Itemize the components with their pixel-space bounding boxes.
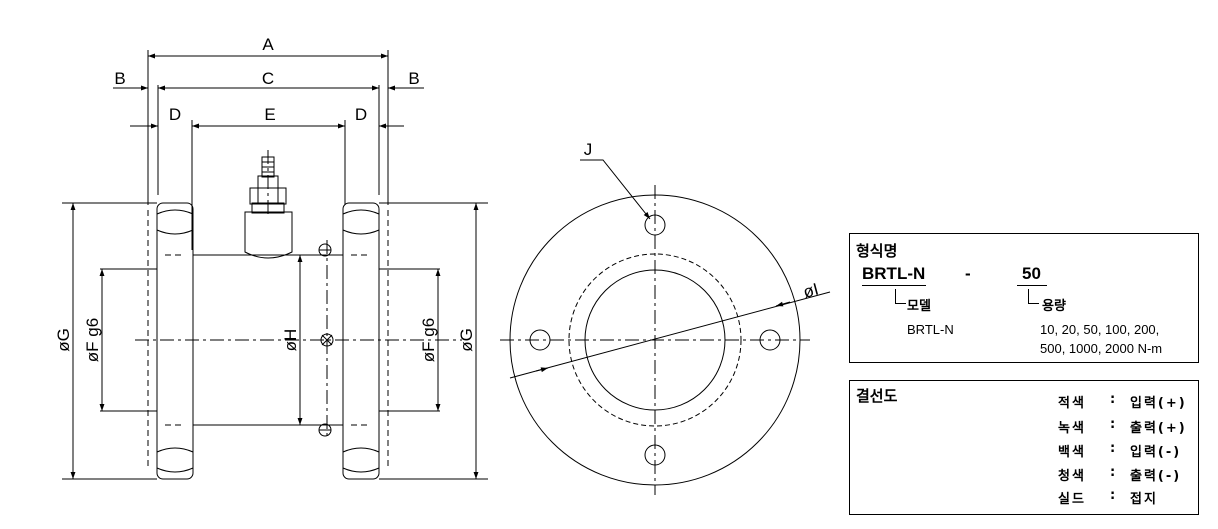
dim-label-d-left: D [169,105,181,124]
dim-label-g-left: øG [54,328,73,352]
wire-colon: : [1110,465,1118,480]
wire-shield: 실드 [1058,492,1086,507]
wire-colon: : [1110,392,1118,407]
capacity-label: 용량 [1042,299,1066,314]
wire-colon: : [1110,441,1118,456]
dim-label-b-left: B [114,69,125,88]
dim-label-e: E [264,105,275,124]
dim-label-b-right: B [408,69,419,88]
wire-function-ground: 접지 [1130,492,1158,507]
wire-color-red: 적색 [1058,396,1086,411]
wire-function-output-minus: 출력(-) [1130,469,1182,484]
model-value: BRTL-N [907,322,954,337]
model-label: 모델 [907,299,931,314]
wire-color-blue: 청색 [1058,469,1086,484]
wire-function-input-minus: 입력(-) [1130,445,1182,460]
dim-label-f-left: øF g6 [83,318,102,362]
model-code: BRTL-N [862,264,926,283]
dim-label-h: øH [281,329,300,352]
capacity-values-line-1: 10, 20, 50, 100, 200, [1040,322,1160,337]
model-code-box [849,233,1199,363]
dim-label-f-right: øF g6 [419,318,438,362]
dim-label-i: øI [801,280,821,302]
dim-label-g-right: øG [457,328,476,352]
model-box-title: 형식명 [856,242,898,260]
capacity-values-line-2: 500, 1000, 2000 N-m [1040,341,1163,356]
wiring-box-title: 결선도 [856,387,898,405]
dim-label-d-right: D [355,105,367,124]
wire-function-input-plus: 입력(+) [1130,396,1187,411]
wire-function-output-plus: 출력(+) [1130,421,1187,436]
model-separator: - [965,264,971,283]
wire-color-white: 백색 [1058,445,1086,460]
wire-color-green: 녹색 [1058,421,1086,436]
model-code-underline [862,285,926,286]
capacity-code: 50 [1022,264,1041,283]
wire-colon: : [1110,488,1118,503]
capacity-bracket [1028,289,1039,304]
side-view [62,50,488,480]
dim-label-a: A [262,35,274,54]
dim-label-c: C [262,69,274,88]
model-bracket [895,289,906,304]
wire-colon: : [1110,417,1118,432]
dim-label-j: J [584,140,593,159]
wiring-diagram-box [849,380,1199,515]
front-view [500,159,831,495]
capacity-code-underline [1017,285,1047,286]
